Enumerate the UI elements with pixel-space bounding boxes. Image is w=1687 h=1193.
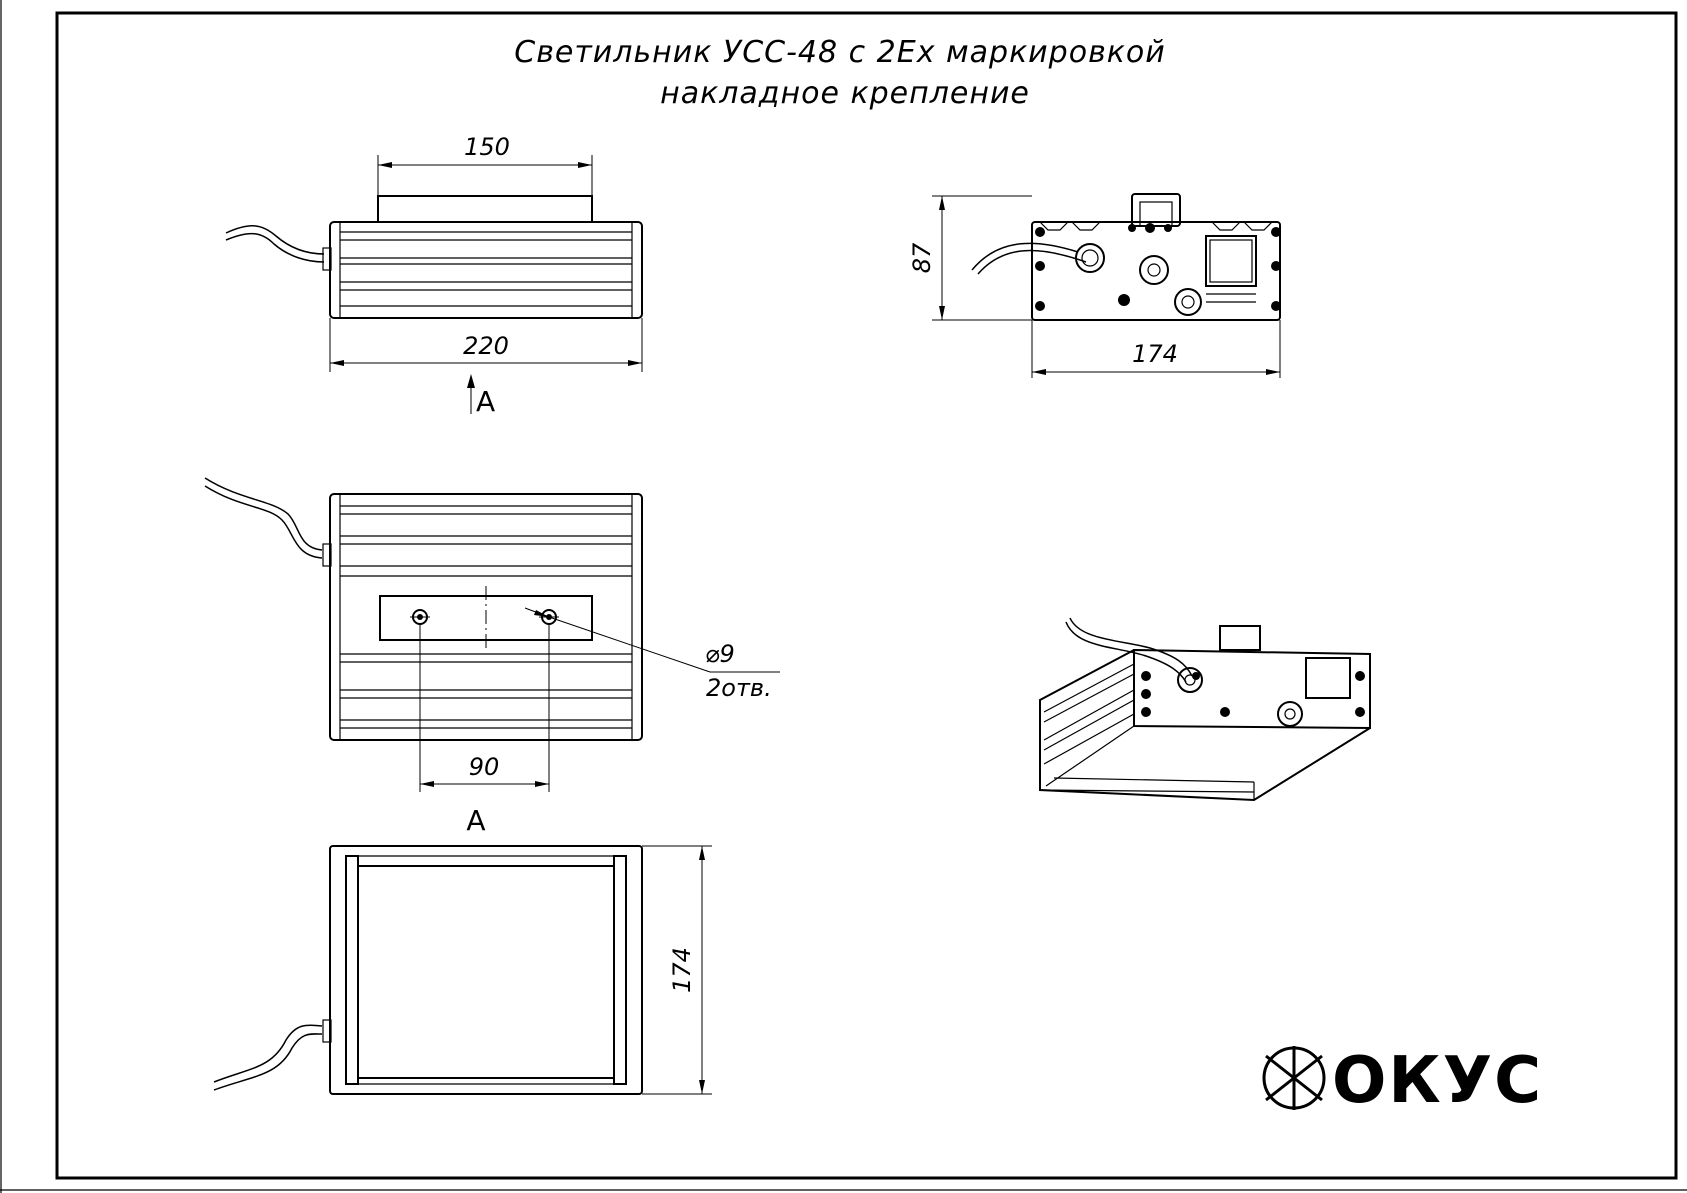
dimension-height: 87	[908, 242, 936, 273]
dimension-side-width: 174	[1132, 340, 1178, 368]
diffuser-window	[357, 865, 615, 1079]
hole-diameter-label: ⌀9	[705, 640, 735, 668]
end-view: 87 174	[908, 193, 1281, 378]
view-arrow-label: А	[476, 385, 495, 418]
end-cap	[1031, 221, 1281, 321]
top-view: 150 220 А	[225, 133, 643, 418]
body-inner-outline	[339, 221, 633, 319]
luminaire-body-top	[329, 221, 643, 319]
company-logo: ОКУС	[1262, 1044, 1543, 1118]
cable-gland	[322, 247, 332, 271]
cable-entry	[1075, 243, 1105, 273]
mounting-view-cable	[204, 477, 323, 551]
dimension-mount-width: 150	[464, 133, 510, 161]
section-a-view: А 174	[213, 804, 712, 1095]
mounting-view: ⌀9 2отв. 90	[204, 477, 780, 792]
iso-cable	[1069, 617, 1193, 677]
drawing-title-line1: Светильник УСС-48 с 2Ex маркировкой	[514, 35, 1165, 70]
end-view-cable	[971, 242, 1079, 271]
iso-end-cap	[1133, 648, 1371, 730]
luminaire-body-front	[329, 845, 643, 1095]
connector	[1139, 255, 1169, 285]
hole-count-label: 2отв.	[706, 674, 772, 702]
logo-text: ОКУС	[1332, 1044, 1543, 1118]
nameplate	[1205, 235, 1257, 287]
hole-leader-line	[548, 616, 711, 673]
vent-valve	[1174, 288, 1202, 316]
drawing-frame	[55, 11, 1678, 1180]
dimension-bottom-width: 174	[668, 947, 696, 993]
mount-bracket	[377, 195, 593, 223]
iso-handle	[1219, 625, 1261, 651]
power-cable	[225, 225, 325, 255]
drawing-title-line2: накладное крепление	[660, 76, 1030, 111]
isometric-view	[1039, 617, 1371, 802]
dimension-body-length: 220	[463, 332, 509, 360]
section-label: А	[466, 804, 485, 837]
front-view-cable	[213, 1024, 323, 1083]
dimension-hole-spacing: 90	[469, 753, 500, 781]
